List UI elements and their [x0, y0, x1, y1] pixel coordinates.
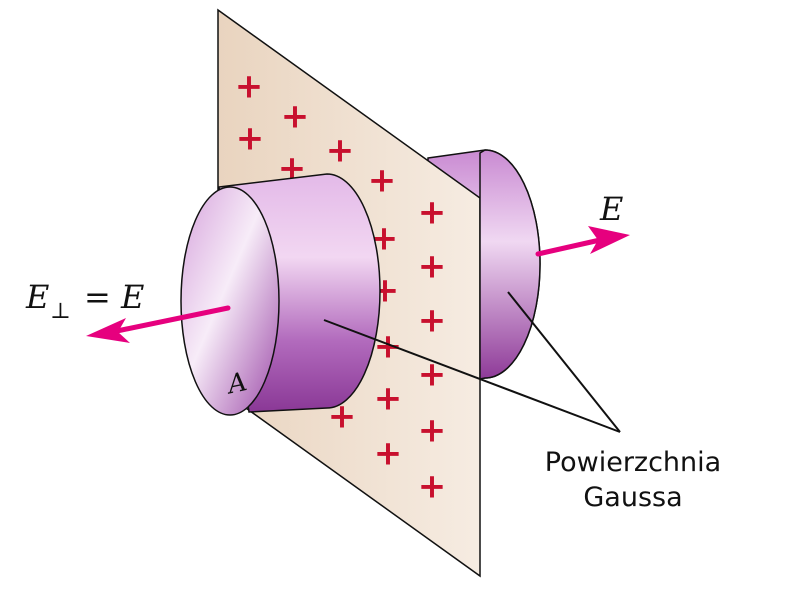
surface-label-line1: Powierzchnia [545, 447, 721, 478]
field-label-left-main: E [25, 278, 49, 316]
charge-plus: + [418, 193, 447, 233]
charge-grid: ++++++++++++++++++ [235, 67, 447, 507]
field-label-left-sub: ⊥ [50, 299, 71, 324]
charge-plus: + [236, 119, 265, 159]
field-arrow-left [86, 305, 231, 343]
charge-plus: + [235, 67, 264, 107]
charge-plus: + [418, 411, 447, 451]
charge-plus: + [281, 97, 310, 137]
field-label-right: E [599, 190, 623, 228]
charge-plus: + [374, 327, 403, 367]
charge-plus: + [374, 434, 403, 474]
field-arrow-right [535, 226, 630, 257]
charge-plus: + [374, 379, 403, 419]
gaussian-cylinder [180, 173, 381, 416]
charge-plus: + [418, 247, 447, 287]
charge-plus: + [368, 161, 397, 201]
charge-plus: + [418, 301, 447, 341]
cylinder-front-right [479, 149, 541, 380]
surface-pointer-lines [323, 291, 621, 433]
charge-plus: + [418, 467, 447, 507]
surface-label-line2: Gaussa [583, 482, 682, 513]
charge-plus: + [326, 131, 355, 171]
cylinder-end-cap [180, 186, 280, 416]
field-label-left-eq: = E [84, 278, 144, 316]
